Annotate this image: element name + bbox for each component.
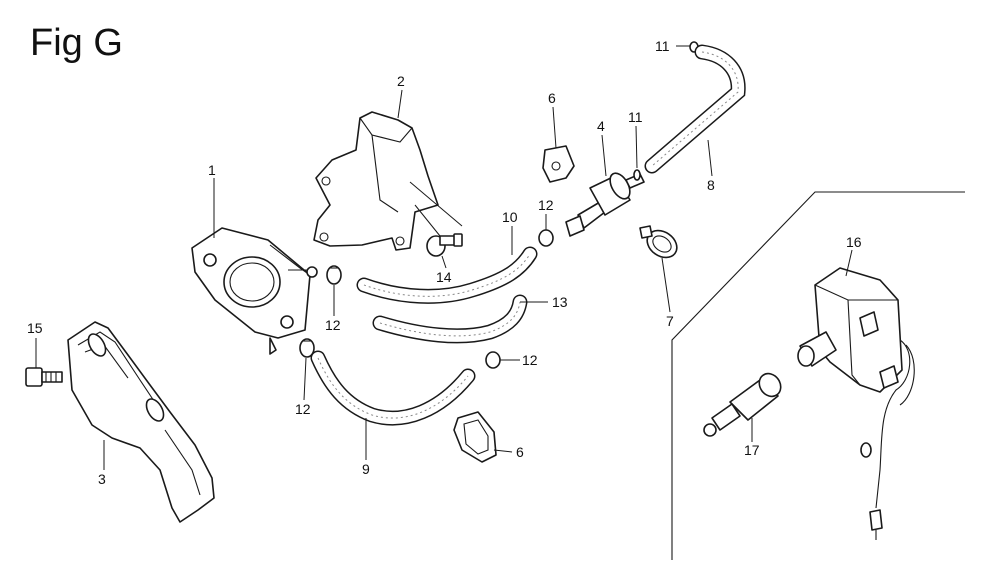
part-10-hose — [356, 246, 538, 304]
callout-2: 2 — [397, 73, 405, 89]
callout-11-top: 11 — [655, 38, 670, 54]
callout-12-c: 12 — [538, 197, 554, 213]
part-14-screw — [426, 233, 463, 257]
callout-1: 1 — [208, 162, 216, 178]
part-9-hose — [310, 350, 476, 426]
part-8-hose — [644, 44, 746, 174]
section-divider — [671, 191, 965, 560]
callout-12-d: 12 — [522, 352, 538, 368]
part-15-bolt — [25, 367, 63, 387]
part-12-clamp-d — [485, 351, 501, 369]
callout-14: 14 — [436, 269, 452, 285]
callouts: 1 2 3 4 6 6 7 8 9 10 11 11 12 12 12 12 1… — [27, 38, 862, 487]
part-2-cover — [313, 111, 463, 251]
callout-11-mid: 11 — [628, 109, 643, 125]
callout-16: 16 — [846, 234, 862, 250]
callout-8: 8 — [707, 177, 715, 193]
part-12-clamp-c — [538, 229, 554, 247]
part-12-clamp-b — [299, 338, 315, 358]
callout-12-a: 12 — [325, 317, 341, 333]
part-6-grommet-lower — [453, 411, 497, 463]
part-16-ignition-coil — [797, 267, 915, 540]
callout-15: 15 — [27, 320, 43, 336]
part-11-ring-b — [633, 169, 641, 181]
callout-10: 10 — [502, 209, 518, 225]
part-6-clip-upper — [542, 145, 575, 183]
part-3-bracket — [67, 321, 215, 523]
part-13-hose — [372, 294, 528, 344]
callout-7: 7 — [666, 313, 674, 329]
part-4-fuel-filter — [565, 172, 645, 237]
callout-9: 9 — [362, 461, 370, 477]
leader-lines — [35, 45, 853, 470]
callout-13: 13 — [552, 294, 568, 310]
callout-12-b: 12 — [295, 401, 311, 417]
callout-6-lower: 6 — [516, 444, 524, 460]
callout-3: 3 — [98, 471, 106, 487]
part-1-insulator — [191, 227, 318, 355]
part-12-clamp-a — [326, 265, 342, 285]
part-7-clamp — [639, 225, 678, 259]
callout-6-upper: 6 — [548, 90, 556, 106]
callout-4: 4 — [597, 118, 605, 134]
part-17-spark-component — [703, 372, 782, 437]
figure-title: Fig G — [30, 22, 123, 64]
callout-17: 17 — [744, 442, 760, 458]
